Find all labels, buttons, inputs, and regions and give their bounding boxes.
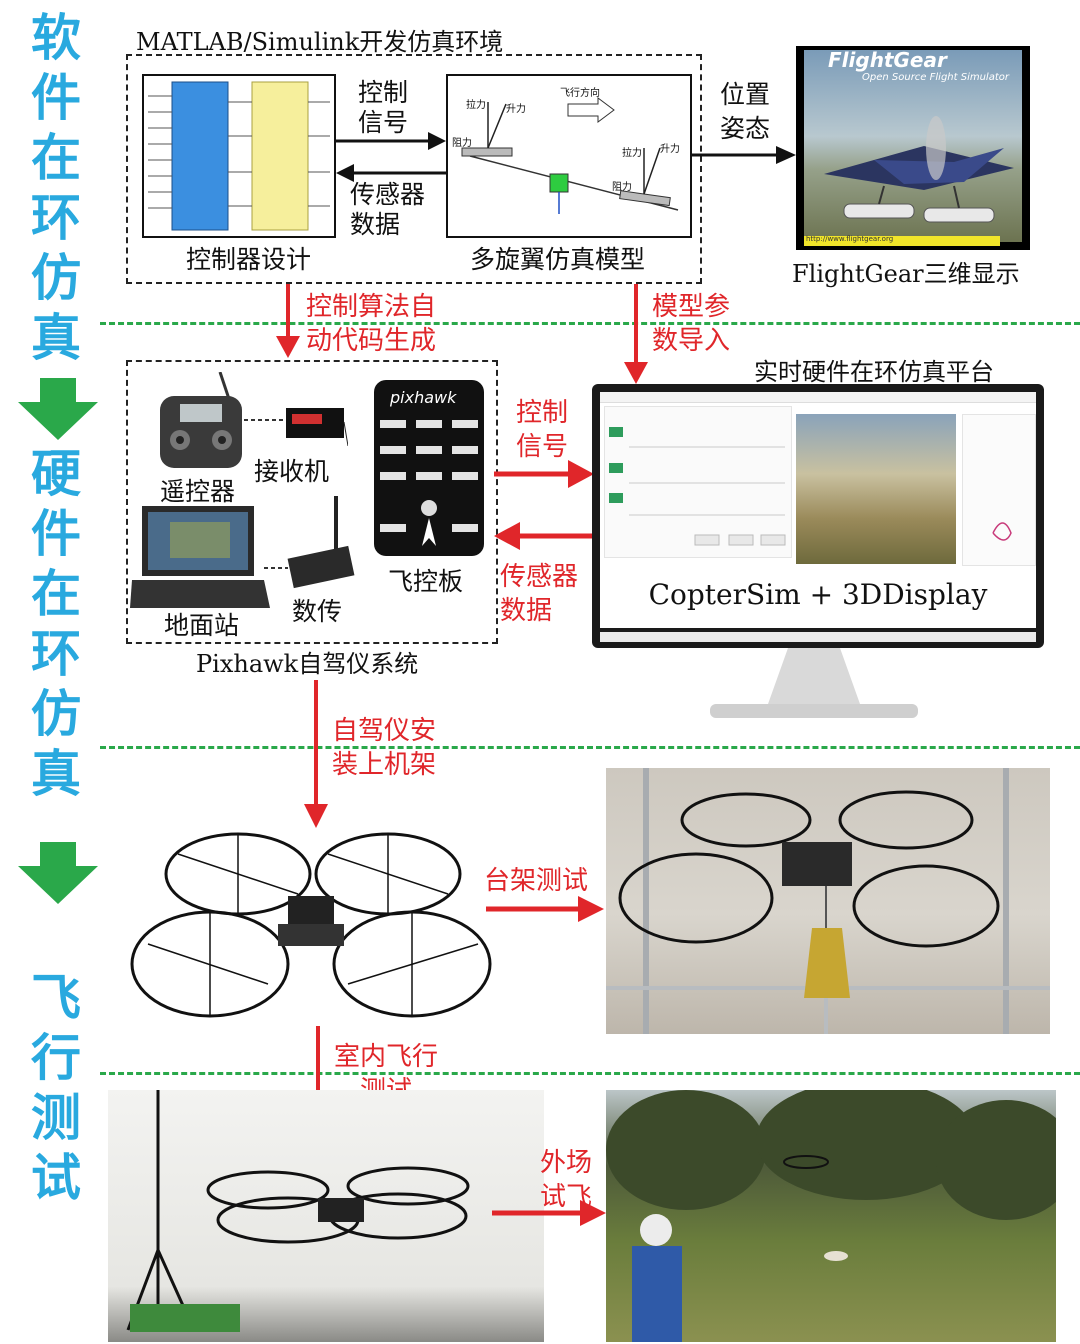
hw-sensor-arrow <box>494 522 594 550</box>
mount-arrow <box>304 680 328 828</box>
flightgear-tagline: Open Source Flight Simulator <box>862 72 1009 83</box>
outdoor-test-arrow <box>492 1200 606 1226</box>
hw-control-signal-label: 控制 信号 <box>516 398 569 462</box>
matlab-env-box <box>126 54 702 284</box>
multirotor-model-diagram <box>446 74 692 238</box>
sw-sensor-arrow <box>336 164 446 182</box>
position-attitude-label: 位置 姿态 <box>720 80 771 143</box>
side-char: 真 <box>31 309 81 367</box>
model-pull2: 拉力 <box>622 148 642 159</box>
side-label-software: 软件在环仿真 <box>18 8 94 368</box>
model-import-arrow <box>624 284 648 384</box>
3ddisplay-side-panel <box>962 414 1036 566</box>
side-char: 软 <box>31 9 81 67</box>
radio-label: 数传 <box>292 597 343 626</box>
flightgear-url: http://www.flightgear.org <box>806 235 894 243</box>
hw-sensor-data-label: 传感器 数据 <box>500 562 579 626</box>
side-char: 硬 <box>31 445 81 503</box>
side-char: 测 <box>31 1089 81 1147</box>
side-char: 件 <box>31 69 81 127</box>
ground-station-label: 地面站 <box>164 611 240 640</box>
pixhawk-brand: pixhawk <box>390 388 457 407</box>
remote-label: 遥控器 <box>160 477 236 506</box>
model-caption: 多旋翼仿真模型 <box>470 245 646 274</box>
position-arrow <box>690 146 796 164</box>
side-char: 仿 <box>31 249 81 307</box>
side-char: 仿 <box>31 685 81 743</box>
divider-3 <box>100 1072 1080 1075</box>
pixhawk-system-label: Pixhawk自驾仪系统 <box>196 650 419 678</box>
3ddisplay-view <box>796 414 956 564</box>
controller-caption: 控制器设计 <box>186 245 312 274</box>
flightgear-caption: FlightGear三维显示 <box>792 260 1020 288</box>
model-drag1: 阻力 <box>452 138 472 149</box>
flightgear-screenshot: FlightGear Open Source Flight Simulator … <box>796 46 1030 250</box>
indoor-flight-photo <box>108 1090 544 1342</box>
outdoor-test-label: 外场 试飞 <box>540 1148 593 1212</box>
model-drag2: 阻力 <box>612 182 632 193</box>
divider-2 <box>100 746 1080 749</box>
model-lift2: 升力 <box>660 144 680 155</box>
caged-drone-image <box>130 832 492 1018</box>
receiver-label: 接收机 <box>254 457 330 486</box>
bench-test-label: 台架测试 <box>484 866 589 896</box>
codegen-label: 控制算法自 动代码生成 <box>306 292 437 356</box>
sw-control-arrow <box>336 132 446 150</box>
receiver-image <box>286 408 348 446</box>
monitor-screen: CopterSim + 3DDisplay <box>600 392 1036 628</box>
board-label: 飞控板 <box>388 567 464 596</box>
codegen-arrow <box>276 284 300 358</box>
remote-receiver-link <box>244 419 286 421</box>
remote-controller-image <box>160 372 242 468</box>
side-label-hardware: 硬件在环仿真 <box>18 444 94 804</box>
divider-1 <box>100 322 1080 325</box>
side-label-flight: 飞行测试 <box>18 968 94 1208</box>
side-char: 环 <box>31 189 81 247</box>
model-direction: 飞行方向 <box>560 88 600 99</box>
flightgear-logo: FlightGear <box>828 48 947 72</box>
monitor: CopterSim + 3DDisplay <box>592 384 1044 648</box>
green-down-arrow-1 <box>18 378 98 440</box>
coptersim-panel <box>604 406 792 558</box>
radio-image <box>287 496 355 589</box>
pixhawk-board-image: pixhawk <box>374 380 484 556</box>
monitor-label: CopterSim + 3DDisplay <box>648 578 988 611</box>
sw-sensor-data-label: 传感器 数据 <box>350 180 426 239</box>
green-down-arrow-2 <box>18 842 98 904</box>
pixhawk-system-box <box>126 360 498 644</box>
bench-test-photo <box>606 768 1050 1034</box>
env-title: MATLAB/Simulink开发仿真环境 <box>136 28 504 56</box>
side-char: 飞 <box>31 969 81 1027</box>
model-lift1: 升力 <box>506 104 526 115</box>
side-char: 环 <box>31 625 81 683</box>
outdoor-flight-photo <box>606 1090 1056 1342</box>
side-char: 在 <box>31 565 81 623</box>
side-char: 在 <box>31 129 81 187</box>
mount-label: 自驾仪安 装上机架 <box>332 716 437 780</box>
sw-control-signal-label: 控制 信号 <box>358 78 409 137</box>
model-import-label: 模型参 数导入 <box>652 292 731 356</box>
side-char: 行 <box>31 1029 81 1087</box>
platform-title: 实时硬件在环仿真平台 <box>754 358 994 386</box>
hw-control-arrow <box>494 460 594 488</box>
side-char: 试 <box>31 1149 81 1207</box>
laptop-radio-link <box>264 567 288 569</box>
model-pull1: 拉力 <box>466 100 486 111</box>
side-char: 真 <box>31 745 81 803</box>
side-char: 件 <box>31 505 81 563</box>
controller-diagram <box>142 74 336 238</box>
monitor-stand <box>710 648 918 718</box>
bench-test-arrow <box>486 896 604 922</box>
ground-station-image <box>130 506 270 608</box>
